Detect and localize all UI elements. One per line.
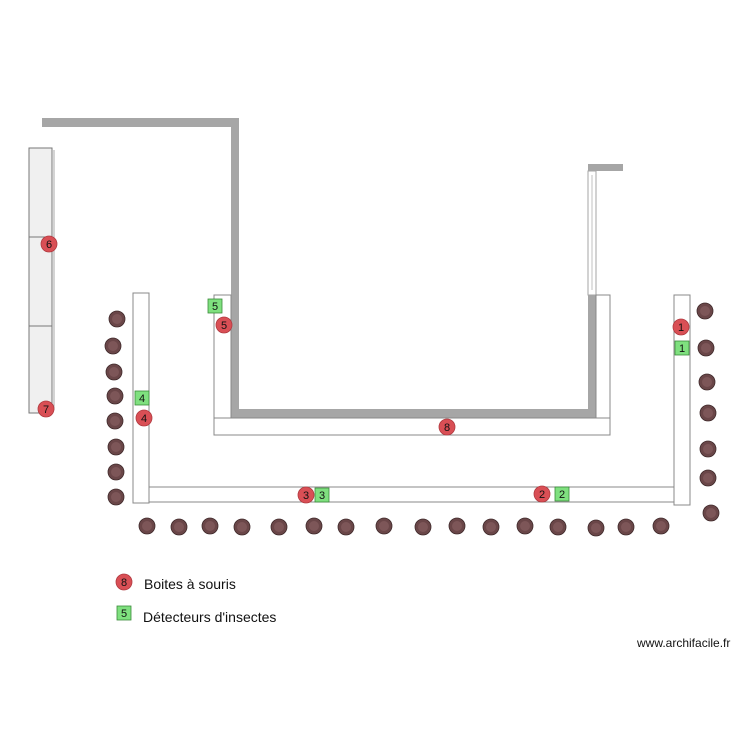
chair-icon xyxy=(652,517,670,535)
mouse-box-number: 3 xyxy=(303,490,309,502)
mouse-boxes: 1 2 3 4 5 6 7 8 xyxy=(37,235,690,504)
legend-mouse-box-marker xyxy=(115,573,133,591)
insect-detector-marker: 1 xyxy=(674,340,690,356)
mouse-box-marker: 6 xyxy=(40,235,58,253)
chair-icon xyxy=(106,412,124,430)
chair-icon xyxy=(516,517,534,535)
bench-bottom xyxy=(148,486,675,503)
bench-inner-left xyxy=(213,294,232,419)
shelf-unit-top xyxy=(28,147,53,238)
mouse-box-number: 4 xyxy=(141,413,147,425)
mouse-box-marker: 8 xyxy=(438,418,456,436)
mouse-box-number: 2 xyxy=(539,489,545,501)
legend-insect-detector-label: Détecteurs d'insectes xyxy=(143,609,276,625)
wall-right-vertical xyxy=(588,295,596,418)
chair-icon xyxy=(170,518,188,536)
chair-icon xyxy=(305,517,323,535)
chair-icon xyxy=(414,518,432,536)
mouse-box-number: 5 xyxy=(221,320,227,332)
chairs xyxy=(104,302,720,537)
chair-icon xyxy=(448,517,466,535)
legend-mouse-box-marker-number: 8 xyxy=(121,577,127,589)
chair-icon xyxy=(699,469,717,487)
storage-shelves xyxy=(28,147,55,414)
insect-detector-marker: 4 xyxy=(134,390,150,406)
bench-inner-right xyxy=(595,294,611,419)
chair-icon xyxy=(105,363,123,381)
wall-left-vertical xyxy=(231,118,239,418)
chair-icon xyxy=(697,339,715,357)
legend: 8 Boites à souris 5 Détecteurs d'insecte… xyxy=(115,573,276,625)
chair-icon xyxy=(702,504,720,522)
chair-icon xyxy=(699,404,717,422)
mouse-box-marker: 1 xyxy=(672,318,690,336)
bench-inner-bottom xyxy=(213,417,611,436)
chair-icon xyxy=(587,519,605,537)
mouse-box-marker: 2 xyxy=(533,485,551,503)
chair-icon xyxy=(108,310,126,328)
credit-text: www.archifacile.fr xyxy=(636,636,730,650)
chair-icon xyxy=(107,438,125,456)
legend-insect-detector-marker-number: 5 xyxy=(121,608,127,620)
insect-detectors: 1 2 3 4 5 xyxy=(134,298,690,503)
insect-detector-marker: 3 xyxy=(314,487,330,503)
walls xyxy=(42,118,623,418)
chair-icon xyxy=(233,518,251,536)
legend-insect-detector-marker xyxy=(116,605,132,621)
mouse-box-number: 7 xyxy=(43,404,49,416)
shelf-unit-bottom xyxy=(28,325,53,414)
mouse-box-number: 8 xyxy=(444,422,450,434)
mouse-box-marker: 3 xyxy=(297,486,315,504)
insect-detector-number: 1 xyxy=(679,343,685,355)
wall-right-top-cap xyxy=(588,164,623,171)
chair-icon xyxy=(375,517,393,535)
chair-icon xyxy=(482,518,500,536)
insect-detector-number: 2 xyxy=(559,489,565,501)
chair-icon xyxy=(617,518,635,536)
chair-icon xyxy=(107,463,125,481)
chair-icon xyxy=(696,302,714,320)
chair-icon xyxy=(270,518,288,536)
mouse-box-marker: 4 xyxy=(135,409,153,427)
mouse-box-marker: 5 xyxy=(215,316,233,334)
chair-icon xyxy=(106,387,124,405)
wall-top xyxy=(42,118,239,127)
chair-icon xyxy=(549,518,567,536)
insect-detector-marker: 5 xyxy=(207,298,223,314)
legend-mouse-box-label: Boites à souris xyxy=(144,576,236,592)
insect-detector-marker: 2 xyxy=(554,486,570,502)
chair-icon xyxy=(698,373,716,391)
chair-icon xyxy=(699,440,717,458)
mouse-box-marker: 7 xyxy=(37,400,55,418)
chair-icon xyxy=(104,337,122,355)
insect-detector-number: 3 xyxy=(319,490,325,502)
insect-detector-number: 5 xyxy=(212,301,218,313)
chair-icon xyxy=(138,517,156,535)
wall-bottom xyxy=(231,409,596,418)
mouse-box-number: 6 xyxy=(46,239,52,251)
chair-icon xyxy=(337,518,355,536)
mouse-box-number: 1 xyxy=(678,322,684,334)
insect-detector-number: 4 xyxy=(139,393,145,405)
chair-icon xyxy=(201,517,219,535)
chair-icon xyxy=(107,488,125,506)
